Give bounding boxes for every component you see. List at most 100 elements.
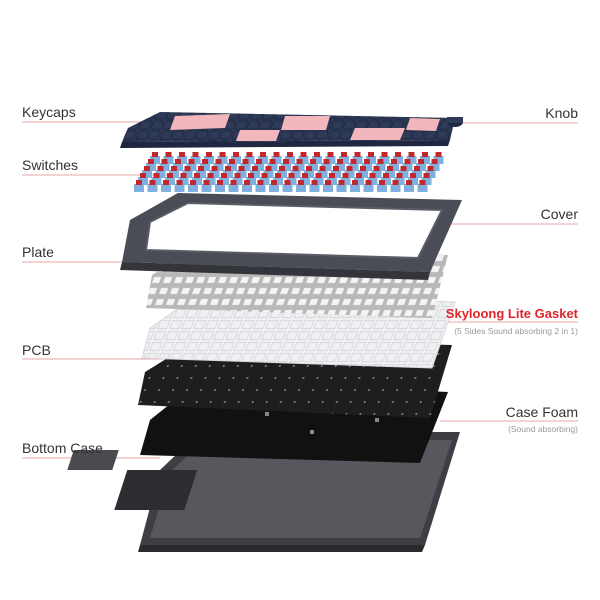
- switch-housing: [169, 170, 179, 178]
- switch-stem: [283, 159, 289, 164]
- switch-housing: [146, 163, 156, 171]
- switch-housing: [267, 163, 278, 171]
- switch-housing: [298, 156, 309, 164]
- switch-housing: [142, 170, 152, 178]
- switch-housing: [134, 184, 144, 192]
- switch-housing: [219, 177, 229, 185]
- switch-housing: [425, 170, 436, 178]
- switch-stem: [198, 166, 204, 171]
- switch-housing: [263, 170, 274, 178]
- switch-housing: [377, 184, 387, 192]
- label-case-foam-sub: (Sound absorbing): [508, 424, 578, 434]
- switch-stem: [152, 152, 158, 157]
- switch-housing: [182, 170, 193, 178]
- switch-housing: [255, 184, 266, 192]
- switch-housing: [244, 156, 255, 164]
- switch-housing: [325, 156, 336, 164]
- switch-housing: [367, 177, 378, 185]
- label-plate: Plate: [22, 244, 54, 260]
- label-gasket-sub: (5 Sides Sound absorbing 2 in 1): [454, 326, 578, 336]
- switch-stem: [352, 180, 358, 185]
- switch-housing: [217, 156, 228, 164]
- switch-housing: [420, 156, 430, 164]
- switch-stem: [194, 173, 200, 178]
- switch-stem: [408, 152, 415, 157]
- switch-stem: [379, 180, 385, 185]
- switch-housing: [236, 170, 247, 178]
- switch-stem: [292, 166, 299, 171]
- switch-housing: [421, 177, 432, 185]
- switch-housing: [296, 184, 306, 192]
- switch-stem: [219, 152, 226, 157]
- switch-housing: [394, 177, 405, 185]
- switch-housing: [138, 177, 148, 185]
- switch-stem: [406, 180, 412, 185]
- switch-housing: [281, 163, 291, 171]
- switch-housing: [201, 184, 212, 192]
- switch-housing: [389, 163, 399, 171]
- switch-stem: [329, 173, 335, 178]
- switch-stem: [422, 152, 428, 157]
- switch-stem: [346, 166, 353, 171]
- switch-stem: [230, 180, 237, 185]
- switch-housing: [300, 177, 310, 185]
- cover-layer: [120, 193, 462, 280]
- switch-stem: [387, 166, 393, 171]
- switch-housing: [286, 177, 297, 185]
- switch-housing: [417, 184, 428, 192]
- switch-housing: [362, 163, 372, 171]
- switch-housing: [277, 170, 287, 178]
- switch-housing: [354, 177, 364, 185]
- switch-stem: [202, 159, 208, 164]
- switch-stem: [302, 173, 308, 178]
- switch-housing: [404, 184, 414, 192]
- switch-stem: [275, 173, 281, 178]
- switch-stem: [373, 166, 380, 171]
- switch-housing: [429, 163, 440, 171]
- label-cover: Cover: [540, 206, 578, 222]
- switch-stem: [180, 173, 187, 178]
- keycaps-layer: [120, 112, 463, 148]
- switch-housing: [178, 177, 189, 185]
- switch-stem: [234, 173, 241, 178]
- switch-stem: [337, 159, 343, 164]
- switch-stem: [242, 159, 249, 164]
- switch-housing: [385, 170, 395, 178]
- switch-housing: [223, 170, 233, 178]
- switch-housing: [269, 184, 279, 192]
- switch-stem: [261, 173, 268, 178]
- switch-stem: [165, 152, 172, 157]
- switch-stem: [300, 152, 307, 157]
- switch-housing: [254, 163, 264, 171]
- switch-housing: [402, 163, 413, 171]
- switch-housing: [273, 177, 283, 185]
- switch-stem: [248, 173, 254, 178]
- switch-stem: [176, 180, 183, 185]
- switch-stem: [225, 166, 231, 171]
- switch-stem: [217, 180, 223, 185]
- switch-stem: [368, 152, 374, 157]
- switch-housing: [228, 184, 239, 192]
- switch-housing: [331, 170, 341, 178]
- switch-stem: [148, 159, 154, 164]
- switch-housing: [340, 177, 351, 185]
- switch-housing: [379, 156, 390, 164]
- switch-housing: [398, 170, 409, 178]
- switch-stem: [157, 166, 164, 171]
- switch-stem: [354, 152, 361, 157]
- switch-housing: [371, 170, 382, 178]
- switch-stem: [418, 159, 424, 164]
- switch-housing: [155, 170, 166, 178]
- switch-housing: [366, 156, 376, 164]
- switch-stem: [325, 180, 331, 185]
- switch-stem: [287, 152, 293, 157]
- switch-stem: [233, 152, 239, 157]
- switch-stem: [284, 180, 291, 185]
- switch-stem: [221, 173, 227, 178]
- switch-stem: [161, 159, 168, 164]
- switch-housing: [209, 170, 220, 178]
- switch-stem: [207, 173, 214, 178]
- switch-housing: [205, 177, 216, 185]
- switch-stem: [381, 152, 388, 157]
